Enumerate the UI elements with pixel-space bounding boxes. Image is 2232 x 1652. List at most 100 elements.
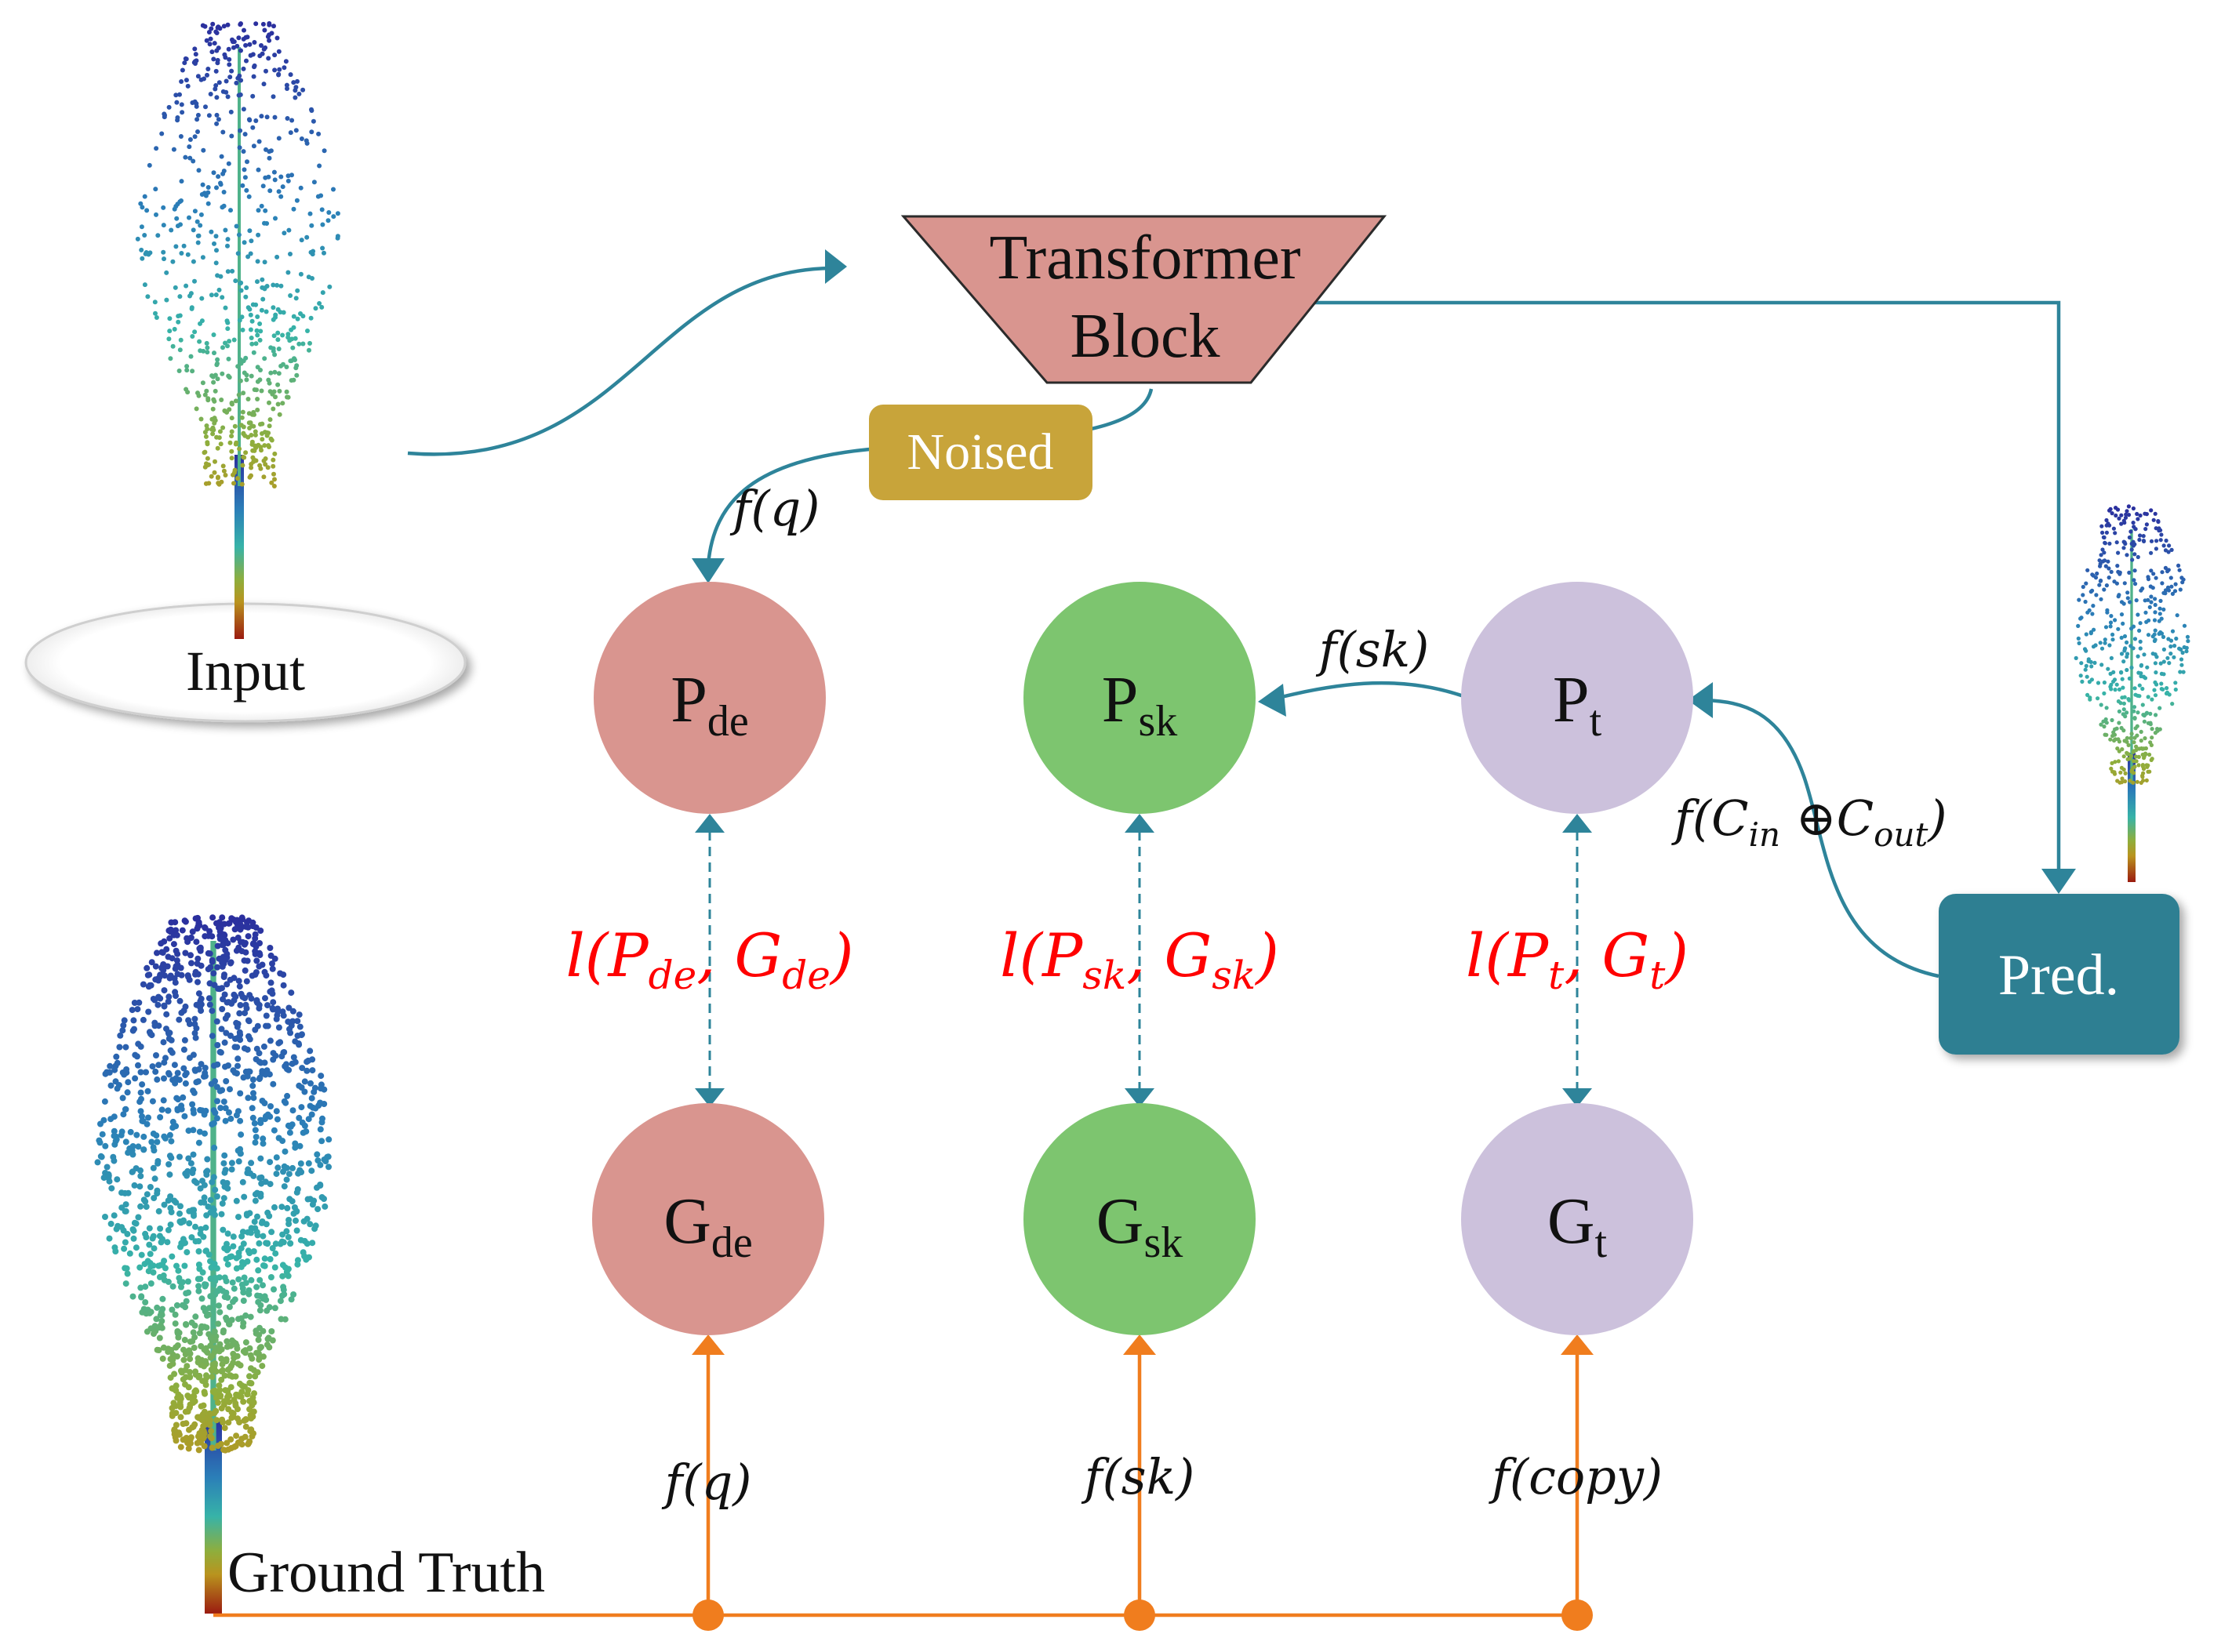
tree-point: [276, 371, 282, 376]
tree-point: [183, 1298, 190, 1305]
tree-point: [236, 392, 242, 398]
node-g-t[interactable]: Gt: [1461, 1103, 1693, 1335]
tree-point: [218, 1356, 225, 1362]
tree-point: [227, 1372, 234, 1379]
tree-point: [154, 949, 160, 957]
tree-point: [249, 941, 256, 947]
tree-point: [251, 1120, 258, 1127]
tree-point: [237, 145, 242, 151]
tree-point: [253, 21, 259, 27]
tree-point: [2161, 634, 2166, 640]
tree-point: [154, 1076, 161, 1083]
node-p-de[interactable]: Pde: [594, 582, 826, 814]
tree-point: [212, 241, 216, 246]
tree-point: [157, 1225, 164, 1232]
tree-point: [223, 305, 228, 310]
loss-sk-pre: l(P: [1000, 920, 1084, 990]
tree-point: [210, 431, 216, 437]
tree-point: [271, 169, 277, 175]
tree-point: [2140, 752, 2145, 757]
transformer-block[interactable]: Transformer Block: [900, 215, 1387, 384]
tree-point: [125, 1079, 132, 1086]
tree-point: [2117, 709, 2121, 714]
tree-point: [195, 1374, 202, 1381]
tree-point: [260, 21, 266, 27]
tree-point: [216, 117, 221, 122]
tree-point: [180, 1094, 187, 1101]
tree-point: [213, 1115, 220, 1122]
tree-point: [157, 1114, 164, 1120]
tree-point: [2122, 634, 2128, 639]
tree-point: [309, 1067, 316, 1074]
tree-point: [226, 1399, 233, 1406]
node-p-sk[interactable]: Psk: [1023, 582, 1256, 814]
tree-point: [197, 339, 202, 344]
tree-point: [211, 427, 216, 433]
input-tree-point-cloud: [135, 21, 340, 639]
tree-point: [289, 1107, 296, 1114]
tree-point: [2078, 674, 2083, 678]
tree-point: [124, 1270, 131, 1277]
tree-point: [212, 1078, 218, 1084]
tree-point: [202, 1358, 209, 1365]
tree-point: [2146, 695, 2150, 699]
tree-point: [322, 1203, 329, 1210]
pt-arrowhead: [1688, 682, 1713, 718]
tree-point: [293, 95, 298, 100]
tree-point: [176, 1399, 184, 1406]
tree-point: [147, 1251, 154, 1258]
tree-point: [194, 1440, 201, 1447]
tree-point: [225, 326, 231, 332]
tree-point: [260, 1353, 267, 1360]
tree-point: [122, 1106, 129, 1113]
svg-text:Pt: Pt: [1553, 663, 1602, 746]
tree-point: [2168, 644, 2173, 649]
tree-point: [283, 1164, 290, 1171]
tree-point: [213, 68, 219, 74]
tree-point: [224, 1440, 231, 1447]
tree-point: [2158, 598, 2163, 604]
tree-point: [219, 942, 226, 949]
tree-point: [190, 1051, 197, 1058]
tree-point: [225, 1062, 231, 1069]
node-p-de-main: P: [671, 663, 707, 736]
tree-point: [256, 1331, 263, 1338]
tree-point: [206, 928, 213, 935]
tree-point: [186, 1220, 193, 1227]
tree-point: [320, 222, 325, 227]
noised-box[interactable]: Noised: [869, 405, 1092, 500]
tree-point: [253, 445, 259, 451]
tree-point: [236, 35, 242, 41]
tree-point: [289, 1008, 296, 1015]
node-p-t[interactable]: Pt: [1461, 582, 1693, 814]
tree-point: [262, 995, 268, 1002]
tree-point: [254, 328, 260, 333]
node-g-sk[interactable]: Gsk: [1023, 1103, 1256, 1335]
tree-point: [2146, 575, 2150, 579]
node-g-t-main: G: [1547, 1185, 1595, 1258]
tree-point: [2154, 670, 2158, 675]
tree-point: [2096, 681, 2101, 685]
tree-point: [291, 80, 296, 85]
tree-point: [2120, 695, 2125, 700]
tree-point: [296, 1114, 303, 1121]
tree-point: [2140, 686, 2145, 692]
node-g-de[interactable]: Gde: [592, 1103, 824, 1335]
tree-point: [187, 952, 194, 959]
loss-label-sk: l(Psk, Gsk): [1000, 920, 1279, 998]
loss-arrow-down-t: [1562, 1088, 1592, 1107]
tree-point: [2085, 610, 2090, 615]
tree-point: [248, 1365, 254, 1372]
tree-point: [318, 1194, 325, 1200]
tree-point: [2084, 632, 2088, 637]
tree-point: [195, 1238, 202, 1244]
tree-point: [219, 398, 224, 402]
tree-point: [244, 187, 249, 193]
pred-box[interactable]: Pred.: [1939, 894, 2179, 1055]
tree-point: [298, 271, 304, 277]
tree-point: [160, 1039, 167, 1046]
tree-point: [252, 931, 259, 938]
tree-point: [220, 371, 225, 376]
tree-point: [209, 957, 216, 964]
tree-point: [2133, 582, 2138, 586]
